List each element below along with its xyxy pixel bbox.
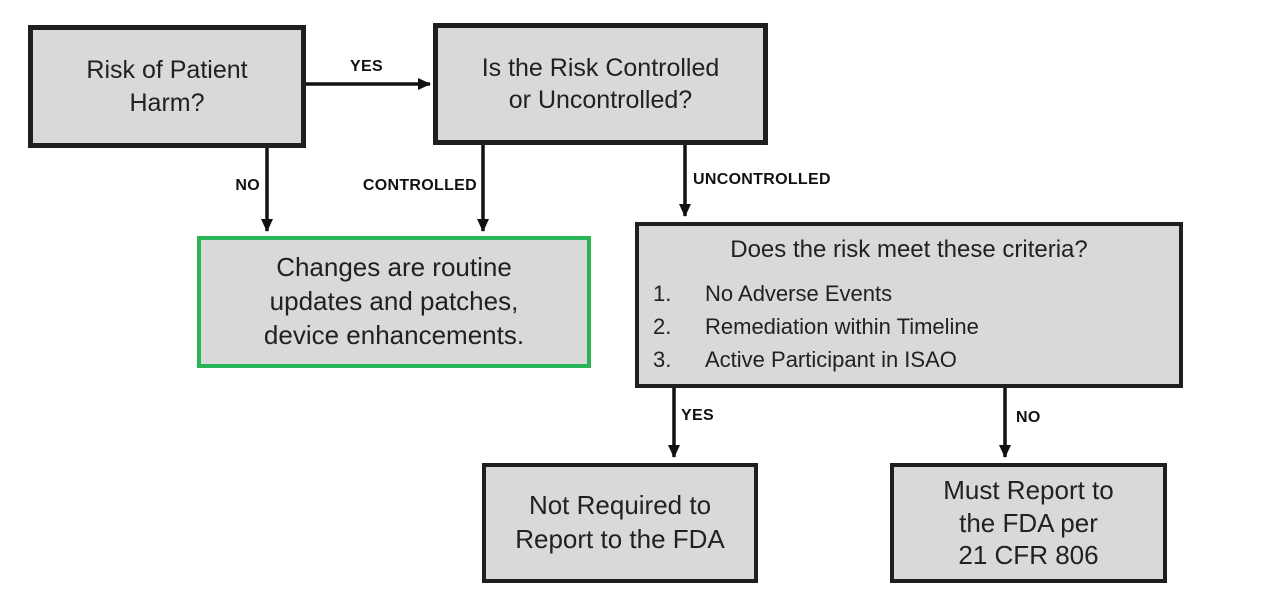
node-must-report: Must Report to the FDA per 21 CFR 806: [890, 463, 1167, 583]
criteria-item: 2. Remediation within Timeline: [649, 310, 1169, 343]
criteria-item: 1. No Adverse Events: [649, 277, 1169, 310]
criteria-title: Does the risk meet these criteria?: [730, 236, 1088, 263]
node-routine-changes: Changes are routine updates and patches,…: [197, 236, 591, 368]
node-risk-of-patient-harm: Risk of Patient Harm?: [28, 25, 306, 148]
edge-label-yes-top: YES: [350, 58, 383, 75]
node-controlled-question-text: Is the Risk Controlled or Uncontrolled?: [481, 53, 720, 115]
node-must-report-text: Must Report to the FDA per 21 CFR 806: [943, 475, 1114, 571]
node-criteria: Does the risk meet these criteria? 1. No…: [635, 222, 1183, 388]
node-not-required-text: Not Required to Report to the FDA: [515, 490, 725, 554]
edge-label-controlled: CONTROLLED: [362, 177, 477, 194]
criteria-item-number: 2.: [653, 314, 672, 340]
node-not-required-to-report: Not Required to Report to the FDA: [482, 463, 758, 583]
node-risk-text: Risk of Patient Harm?: [86, 56, 248, 117]
criteria-item-text: Remediation within Timeline: [705, 314, 979, 340]
edge-label-uncontrolled: UNCONTROLLED: [693, 171, 831, 188]
edge-label-yes-bottom: YES: [681, 407, 714, 424]
criteria-item: 3. Active Participant in ISAO: [649, 343, 1169, 376]
edge-label-no-bottom: NO: [1016, 409, 1041, 426]
criteria-item-text: No Adverse Events: [705, 281, 893, 307]
node-routine-changes-text: Changes are routine updates and patches,…: [263, 252, 525, 350]
criteria-item-number: 3.: [653, 347, 672, 373]
criteria-item-text: Active Participant in ISAO: [705, 347, 957, 373]
criteria-item-number: 1.: [653, 281, 672, 307]
node-controlled-or-uncontrolled: Is the Risk Controlled or Uncontrolled?: [433, 23, 768, 145]
edge-label-no-left: NO: [235, 177, 260, 194]
